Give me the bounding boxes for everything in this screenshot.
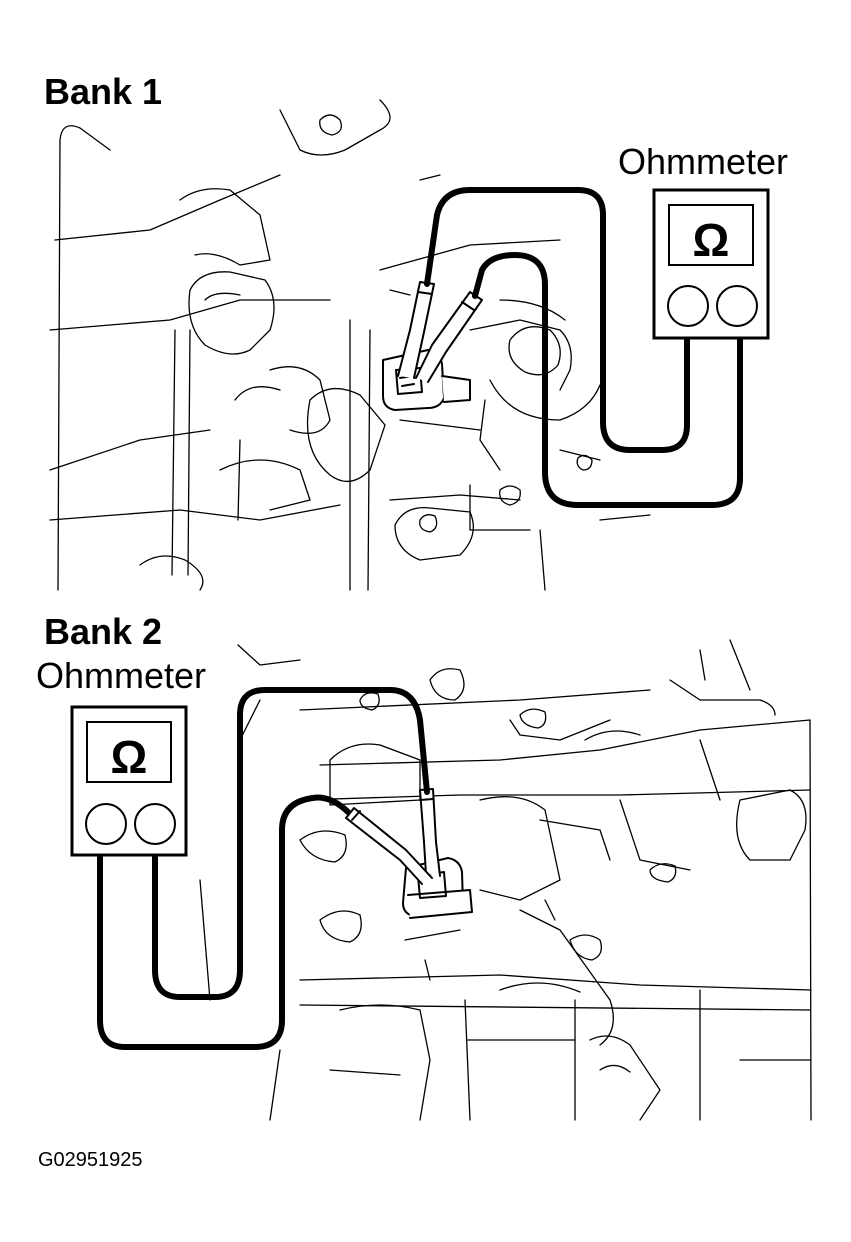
bank2-engine-drawing <box>199 639 812 1121</box>
bank1-ohmmeter <box>652 188 770 340</box>
bank2-test-lead-2 <box>97 794 351 1050</box>
figure-code: G02951925 <box>38 1149 143 1171</box>
bank2-ohmmeter-label: Ohmmeter <box>36 655 207 696</box>
bank2-title: Bank 2 <box>44 611 163 652</box>
bank1-omega-symbol: Ω <box>693 214 730 266</box>
bank2-ohmmeter <box>70 705 188 857</box>
bank1-ohmmeter-display <box>668 204 754 266</box>
bank2-test-lead-1 <box>152 687 430 1000</box>
bank2-probe-2 <box>345 807 433 885</box>
bank1-test-lead-2 <box>472 252 743 508</box>
bank1-engine-drawing <box>49 99 651 591</box>
bank1-ohmmeter-jack-right <box>716 285 758 327</box>
bank2-ohmmeter-jack-left <box>85 803 127 845</box>
bank2-omega-symbol: Ω <box>111 731 148 783</box>
bank1-title: Bank 1 <box>44 71 163 112</box>
bank1-ohmmeter-jack-left <box>667 285 709 327</box>
bank1-ohmmeter-label: Ohmmeter <box>618 141 789 182</box>
bank1-test-lead-1 <box>424 187 690 453</box>
bank2-ohmmeter-display <box>86 721 172 783</box>
bank2-ohmmeter-jack-right <box>134 803 176 845</box>
